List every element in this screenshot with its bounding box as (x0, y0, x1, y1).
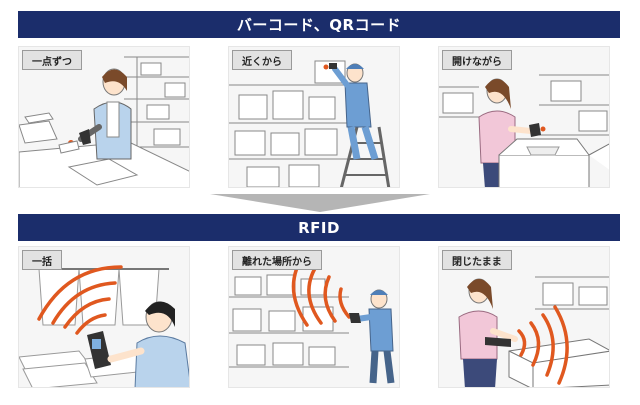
panel-while-closed: 閉じたまま (438, 246, 610, 388)
panel-label: 開けながら (442, 50, 512, 70)
panel-label: 閉じたまま (442, 250, 512, 270)
ladder-scanning-illustration (229, 60, 391, 187)
bulk-reading-illustration (19, 265, 189, 387)
panel-label: 一点ずつ (22, 50, 82, 70)
banner-title: バーコード、QRコード (236, 16, 402, 34)
barcode-qr-banner: バーコード、QRコード (18, 11, 620, 38)
panel-label: 近くから (232, 50, 292, 70)
closed-box-reading-illustration (458, 276, 609, 387)
banner-title: RFID (298, 218, 340, 237)
panel-while-opening: 開けながら (438, 46, 610, 188)
panel-one-at-a-time: 一点ずつ (18, 46, 190, 188)
panel-label: 一括 (22, 250, 62, 270)
panel-from-distance: 離れた場所から (228, 246, 400, 388)
open-box-scanning-illustration (439, 74, 609, 187)
clerk-scanning-illustration (19, 56, 189, 187)
rfid-banner: RFID (18, 214, 620, 241)
panel-bulk: 一括 (18, 246, 190, 388)
down-arrow-icon (210, 194, 430, 212)
panel-label: 離れた場所から (232, 250, 322, 270)
panel-close-range: 近くから (228, 46, 400, 188)
distance-reading-illustration (229, 251, 395, 384)
